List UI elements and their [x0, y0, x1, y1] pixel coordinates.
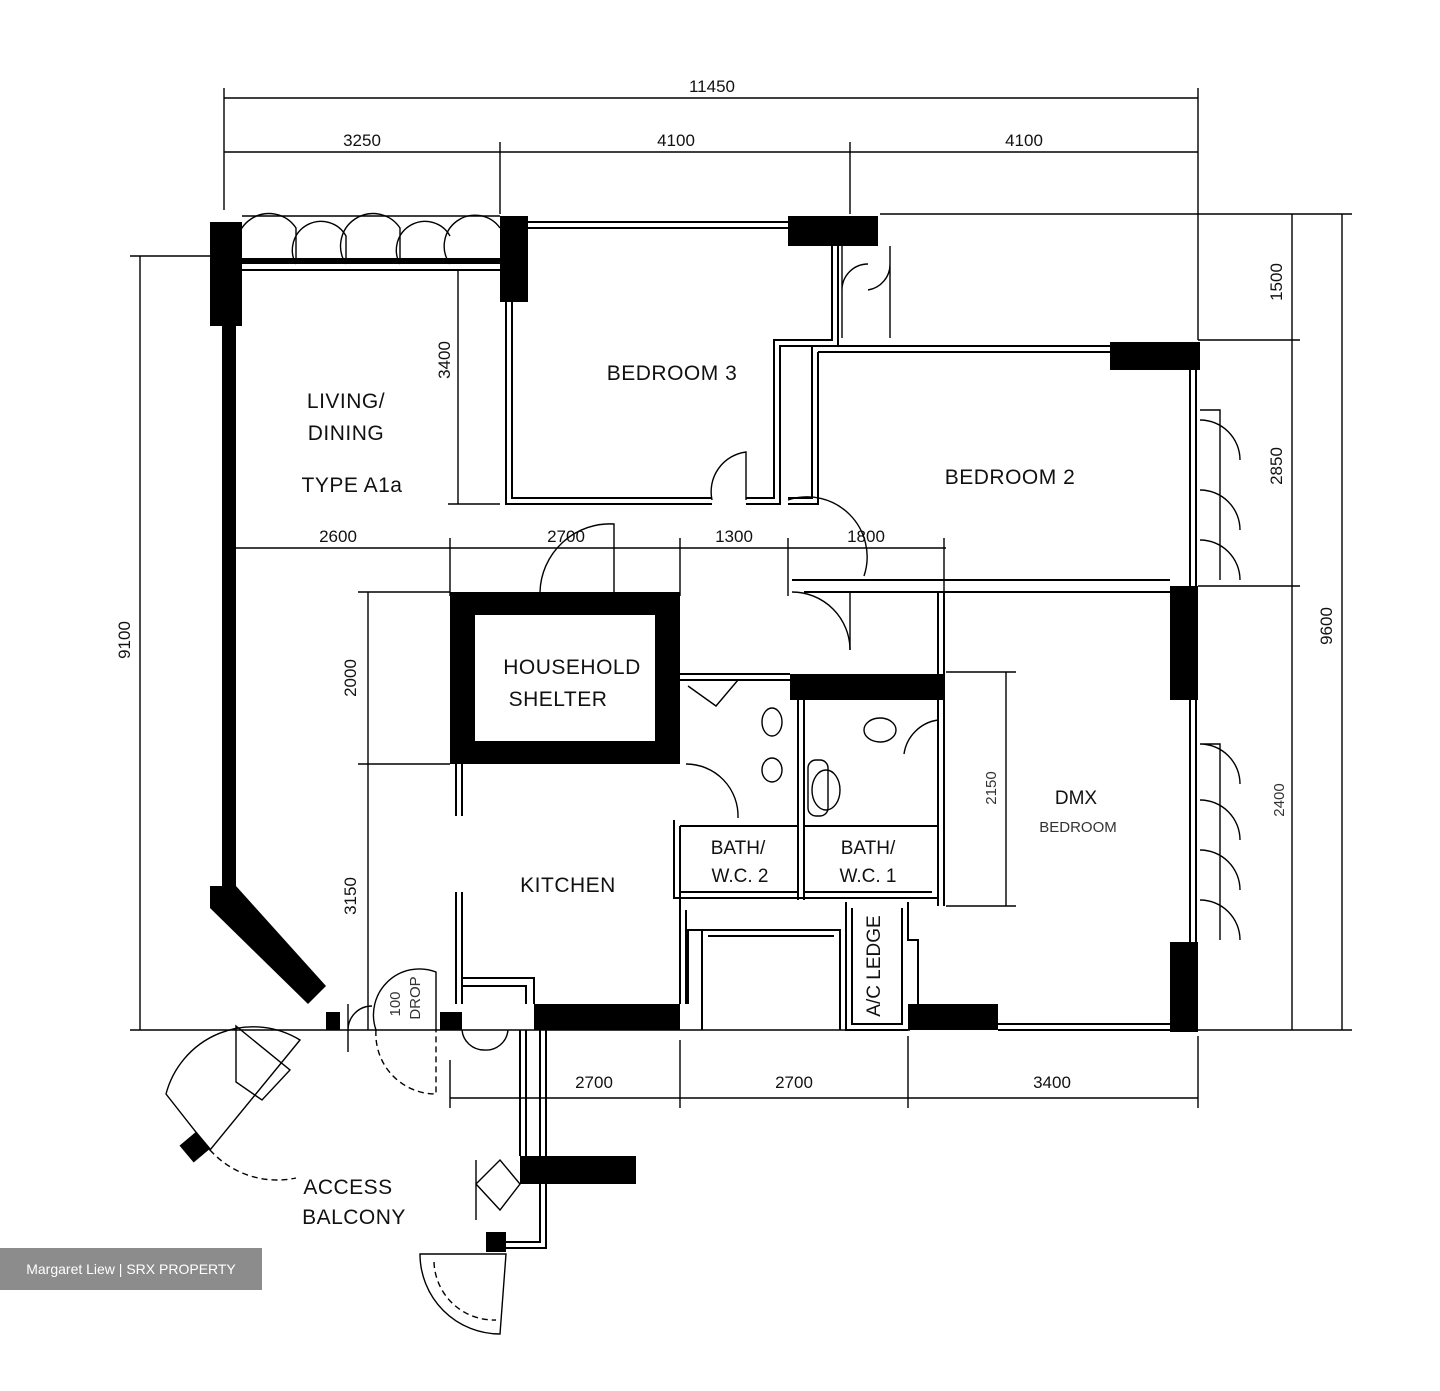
bath1-label-2: W.C. 1 [839, 866, 896, 887]
dim-right-mid: 2850 [1267, 447, 1286, 485]
dim-top-total: 11450 [689, 77, 735, 96]
walls [179, 216, 1200, 1252]
refuse-num-label: 100 [387, 991, 404, 1016]
dim-bottom-b: 2700 [775, 1073, 813, 1092]
bedroom2-label: BEDROOM 2 [945, 466, 1076, 489]
access-balcony-label-2: BALCONY [302, 1206, 406, 1229]
dim-right-total: 9600 [1317, 607, 1336, 645]
dim-top-mid: 4100 [657, 131, 695, 150]
dim-row-b: 2700 [547, 527, 585, 546]
partitions [242, 221, 1197, 1249]
refuse-drop-label: DROP [407, 976, 424, 1019]
dim-master-inner: 2150 [983, 771, 1000, 804]
dim-left-total: 9100 [115, 621, 134, 659]
dimension-lines [130, 88, 1352, 1108]
dim-right-top: 1500 [1267, 263, 1286, 301]
access-balcony-label-1: ACCESS [303, 1176, 392, 1199]
dim-kitchen-height: 3150 [341, 877, 360, 915]
dim-shelter-height: 2000 [341, 659, 360, 697]
kitchen-label: KITCHEN [520, 874, 616, 897]
dim-row-a: 2600 [319, 527, 357, 546]
bedroom3-label: BEDROOM 3 [607, 362, 738, 385]
bath1-label-1: BATH/ [841, 838, 896, 859]
dim-bottom-c: 3400 [1033, 1073, 1071, 1092]
master-label-1: DMX [1055, 788, 1098, 809]
dim-row-d: 1800 [847, 527, 885, 546]
bath2-label-2: W.C. 2 [711, 866, 768, 887]
bath2-label-1: BATH/ [711, 838, 766, 859]
dim-row-c: 1300 [715, 527, 753, 546]
dim-living-height: 3400 [435, 341, 454, 379]
dim-top-left: 3250 [343, 131, 381, 150]
master-label-2: BEDROOM [1039, 819, 1117, 836]
dim-right-low: 2400 [1271, 783, 1288, 816]
doors [165, 212, 1241, 1335]
shelter-label-1: HOUSEHOLD [503, 656, 641, 679]
dim-top-right: 4100 [1005, 131, 1043, 150]
unit-type-label: TYPE A1a [302, 474, 403, 497]
watermark-label: Margaret Liew | SRX PROPERTY [0, 1248, 262, 1290]
ac-ledge-label: A/C LEDGE [864, 915, 885, 1016]
living-label-1: LIVING/ [307, 390, 385, 413]
shelter-label-2: SHELTER [509, 688, 608, 711]
living-label-2: DINING [308, 422, 385, 445]
dim-bottom-a: 2700 [575, 1073, 613, 1092]
